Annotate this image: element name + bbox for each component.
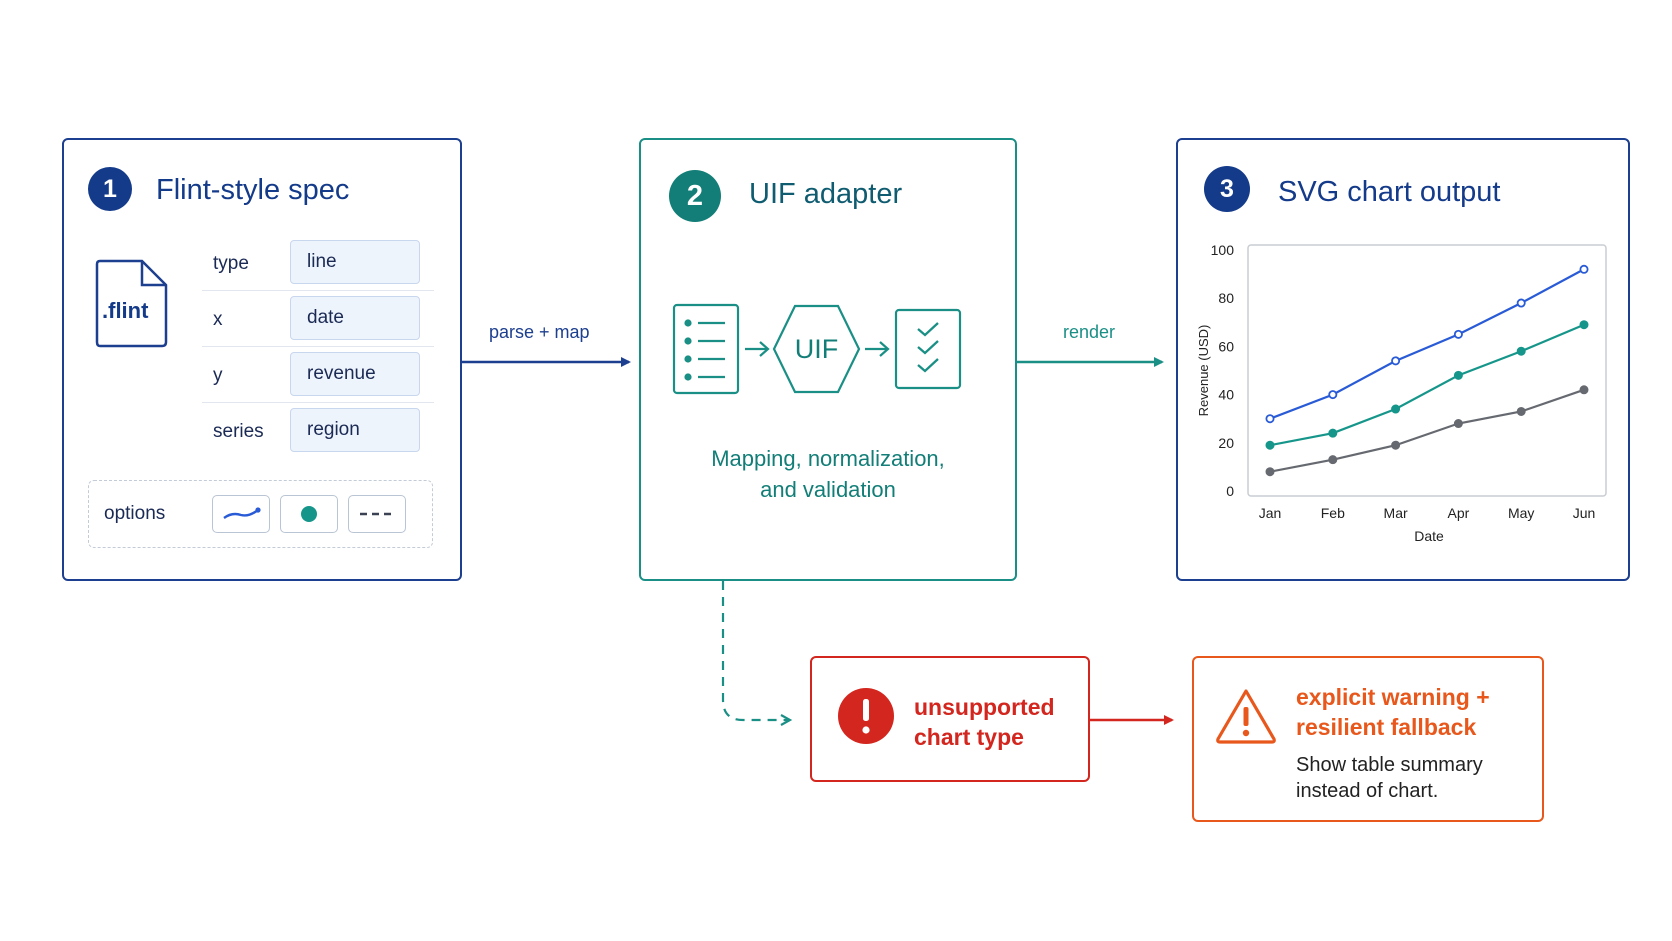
- uif-pipeline-icons: [672, 303, 962, 395]
- step-1-badge: 1: [88, 167, 132, 211]
- options-group: [88, 480, 433, 548]
- y-tick-label: 60: [1218, 338, 1234, 354]
- data-point-south: [1391, 404, 1401, 414]
- data-point-north: [1265, 414, 1275, 424]
- data-point-west: [1516, 406, 1526, 416]
- checklist-icon: [894, 308, 962, 390]
- data-point-south: [1579, 320, 1589, 330]
- line-style-icon: [223, 507, 261, 519]
- step-2-title: UIF adapter: [749, 178, 903, 210]
- data-point-north: [1453, 329, 1463, 339]
- field-label-series: series: [213, 421, 264, 442]
- y-tick-label: 80: [1218, 290, 1234, 306]
- adapter-caption-line2: and validation: [760, 477, 896, 502]
- x-tick-label: Jan: [1259, 505, 1282, 521]
- data-point-west: [1265, 467, 1275, 477]
- field-value-series[interactable]: region: [290, 408, 420, 452]
- data-point-west: [1453, 419, 1463, 429]
- field-value-y[interactable]: revenue: [290, 352, 420, 396]
- y-tick-label: 100: [1211, 242, 1235, 258]
- option-line-style[interactable]: [212, 495, 270, 533]
- data-point-north: [1391, 356, 1401, 366]
- options-label: options: [104, 503, 166, 524]
- arrow-right-icon: [745, 341, 770, 357]
- fallback-box: explicit warning + resilient fallback Sh…: [1192, 656, 1544, 822]
- series-line-west: [1269, 388, 1585, 473]
- x-tick-label: Mar: [1384, 505, 1408, 521]
- series-line-south: [1269, 323, 1585, 447]
- series-line-north: [1269, 268, 1585, 420]
- x-tick-label: Jun: [1573, 505, 1596, 521]
- step-3-title: SVG chart output: [1278, 176, 1501, 208]
- step-2-badge: 2: [669, 170, 721, 222]
- field-divider: [202, 346, 434, 347]
- legend-label-west: West: [1518, 558, 1550, 560]
- uif-hex-label: UIF: [794, 334, 839, 364]
- flint-file-icon: [95, 259, 168, 348]
- step-3-badge: 3: [1204, 166, 1250, 212]
- x-tick-label: May: [1508, 505, 1534, 521]
- arrow-right-icon: [865, 341, 890, 357]
- field-label-type: type: [213, 253, 249, 274]
- field-value-x[interactable]: date: [290, 296, 420, 340]
- option-dashed-line[interactable]: [348, 495, 406, 533]
- list-icon: [672, 303, 740, 395]
- unsupported-chart-type-box: unsupported chart type: [810, 656, 1090, 782]
- field-divider: [202, 290, 434, 291]
- y-tick-label: 20: [1218, 435, 1234, 451]
- flint-file-label: .flint: [102, 298, 149, 323]
- flint-spec-panel: 1 Flint-style spec .flint type line x da…: [62, 138, 462, 581]
- error-exclamation-icon: [838, 688, 894, 744]
- field-divider: [202, 402, 434, 403]
- data-point-south: [1328, 428, 1338, 438]
- field-label-x: x: [213, 309, 223, 330]
- data-point-west: [1328, 455, 1338, 465]
- fallback-body-line2: instead of chart.: [1296, 780, 1439, 802]
- parse-map-label: parse + map: [489, 322, 590, 342]
- data-point-south: [1516, 346, 1526, 356]
- field-value-type[interactable]: line: [290, 240, 420, 284]
- option-point-marker[interactable]: [280, 495, 338, 533]
- data-point-north: [1516, 298, 1526, 308]
- fallback-title-line1: explicit warning +: [1296, 684, 1490, 710]
- dashed-line-icon: [360, 512, 396, 516]
- data-point-north: [1328, 390, 1338, 400]
- dot-marker-icon: [301, 506, 317, 522]
- data-point-south: [1265, 440, 1275, 450]
- x-tick-label: Apr: [1448, 505, 1470, 521]
- data-point-west: [1579, 385, 1589, 395]
- warning-triangle-icon: [1216, 689, 1276, 744]
- plot-area: [1247, 244, 1607, 497]
- fallback-body-line1: Show table summary: [1296, 754, 1483, 776]
- error-text-line2: chart type: [914, 724, 1024, 750]
- uif-adapter-panel: 2 UIF adapter UIF Mapping, normalization…: [639, 138, 1017, 581]
- adapter-caption-line1: Mapping, normalization,: [711, 446, 945, 471]
- uif-hexagon: [772, 304, 861, 394]
- y-tick-label: 40: [1218, 387, 1234, 403]
- render-label: render: [1063, 322, 1116, 342]
- error-branch-arrow: [721, 581, 790, 720]
- x-tick-label: Feb: [1321, 505, 1345, 521]
- field-label-y: y: [213, 365, 223, 386]
- data-point-west: [1391, 440, 1401, 450]
- data-point-south: [1453, 370, 1463, 380]
- legend-label-north: North: [1294, 558, 1328, 560]
- legend-label-south: South: [1406, 558, 1443, 560]
- y-tick-label: 0: [1226, 483, 1234, 499]
- step-1-title: Flint-style spec: [156, 174, 350, 206]
- x-axis-label: Date: [1414, 528, 1444, 544]
- fallback-title-line2: resilient fallback: [1296, 714, 1477, 740]
- error-text-line1: unsupported: [914, 694, 1055, 720]
- data-point-north: [1579, 264, 1589, 274]
- y-axis-label: Revenue (USD): [1196, 325, 1211, 417]
